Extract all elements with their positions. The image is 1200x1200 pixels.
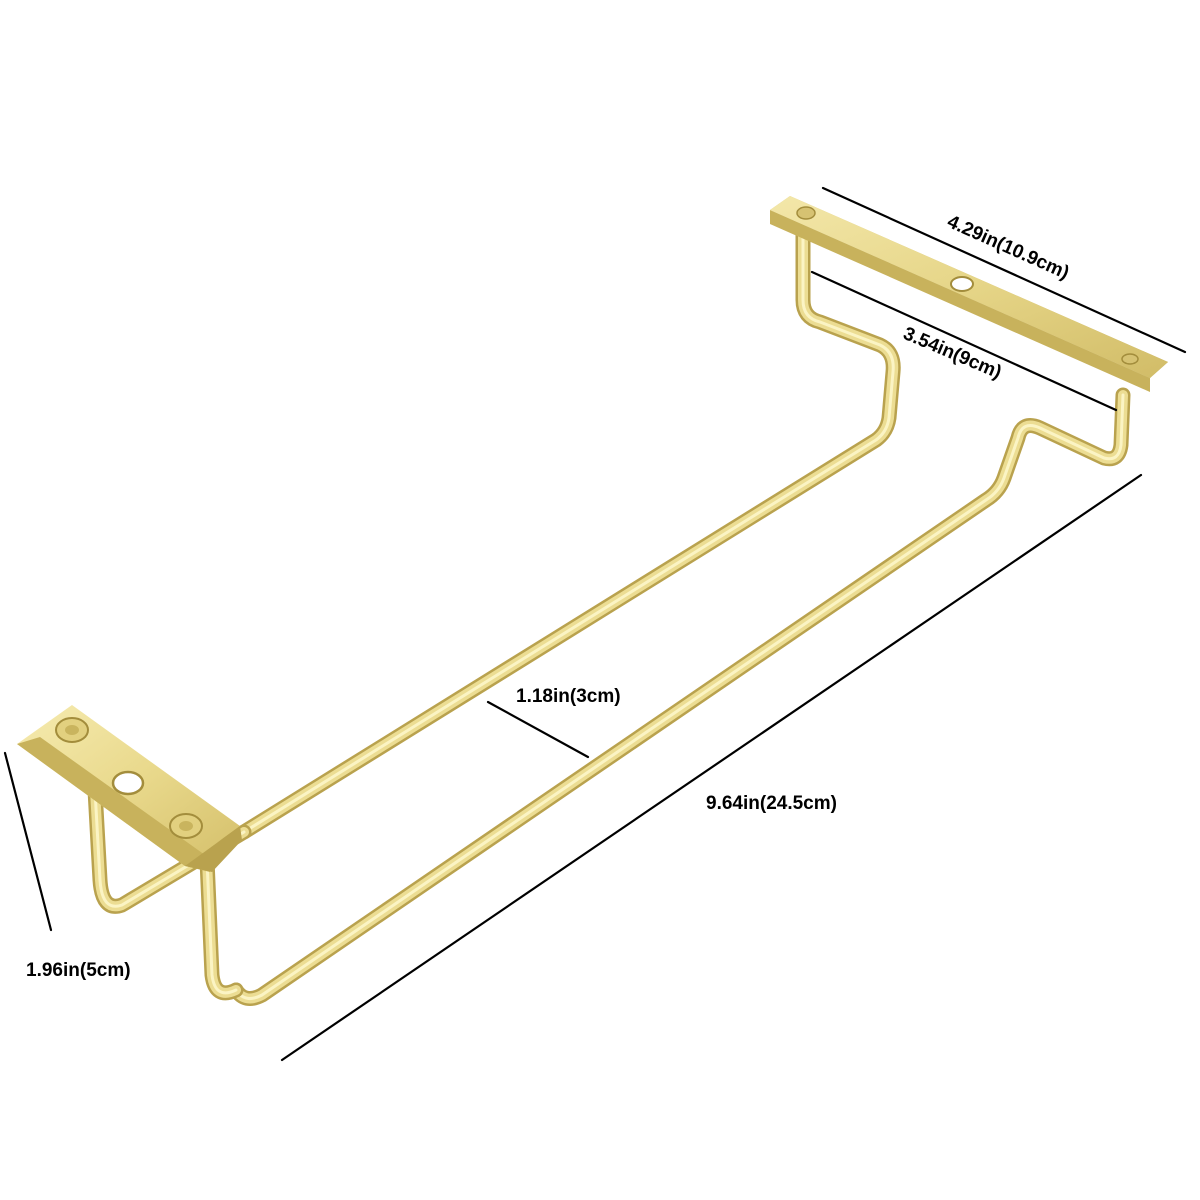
back-rail [236, 227, 901, 840]
dim-line-overall-length [280, 473, 1143, 1062]
rack-wire-frame [87, 227, 1131, 1006]
label-height: 1.96in(5cm) [26, 960, 131, 981]
label-rail-gap: 1.18in(3cm) [516, 686, 621, 707]
near-end-loop [87, 782, 252, 1001]
dim-line-rail-spacing [810, 270, 1118, 412]
dimension-lines [3, 186, 1187, 1062]
far-plate-screw-hole-center [950, 276, 974, 292]
far-mounting-plate [770, 196, 1168, 392]
far-plate-screw-hole-left [796, 206, 816, 220]
dim-line-height [3, 751, 53, 932]
far-plate-screw-hole-right [1121, 353, 1139, 365]
near-mounting-plate [17, 705, 242, 872]
near-plate-screw-hole-2 [111, 770, 145, 796]
label-overall-length: 9.64in(24.5cm) [706, 793, 837, 814]
dim-line-plate-length [821, 186, 1187, 354]
front-rail [228, 387, 1131, 1006]
dim-line-rail-gap [486, 700, 590, 759]
